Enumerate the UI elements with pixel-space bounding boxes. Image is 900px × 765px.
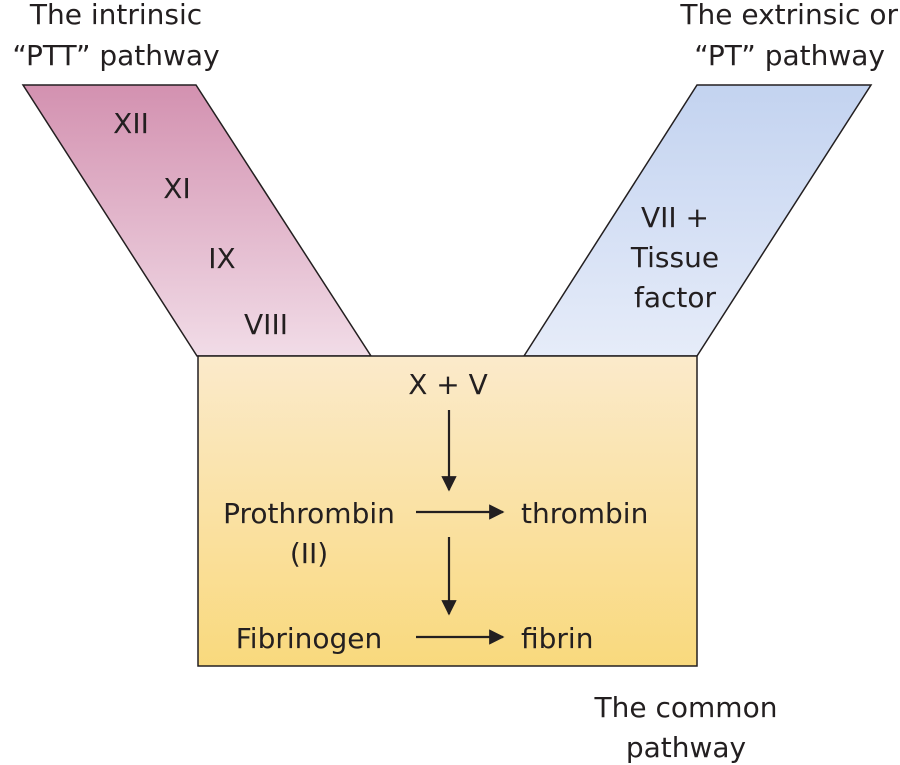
prothrombin-label: Prothrombin [223,497,395,530]
factor-xii-label: XII [113,107,149,140]
intrinsic-pathway-band [21,84,373,357]
intrinsic-title-line-1: The intrinsic [29,0,202,31]
intrinsic-title-line-2: “PTT” pathway [12,39,219,72]
tissue-label: Tissue [630,241,719,274]
extrinsic-title-line-1: The extrinsic or [679,0,898,31]
factor-vii-label: VII + [641,201,709,234]
factor-xi-label: XI [163,172,190,205]
fibrin-label: fibrin [521,622,593,655]
common-title-line-2: pathway [626,731,746,764]
thrombin-label: thrombin [521,497,648,530]
factor-label: factor [634,281,717,314]
common-title-line-1: The common [594,691,778,724]
factor-ix-label: IX [208,242,235,275]
factor-viii-label: VIII [244,308,288,341]
prothrombin-code-label: (II) [290,537,328,570]
extrinsic-title-line-2: “PT” pathway [694,39,885,72]
x-plus-v-label: X + V [408,368,488,401]
fibrinogen-label: Fibrinogen [236,622,383,655]
